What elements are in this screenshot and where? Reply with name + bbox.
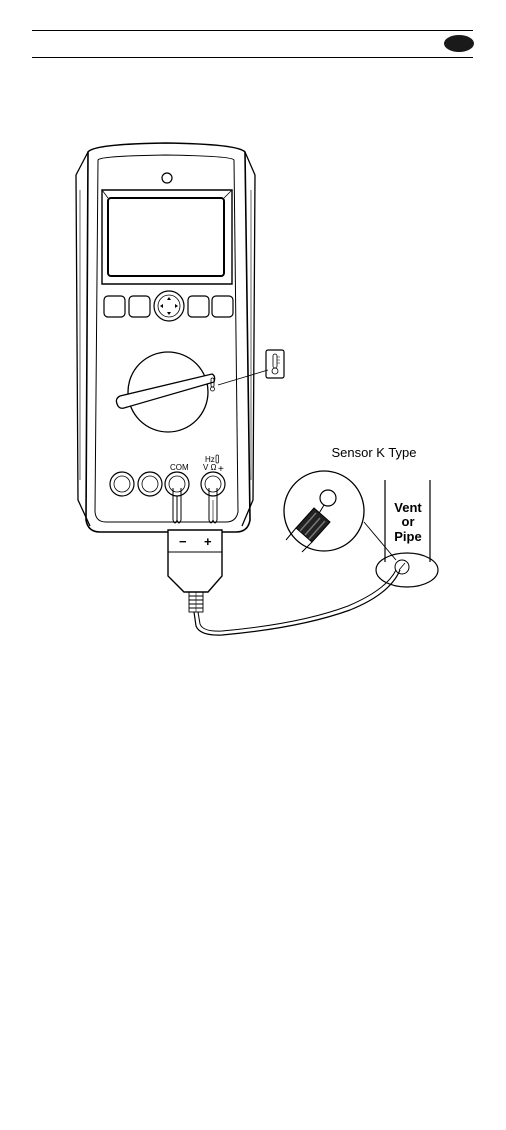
sensor-bead: [320, 490, 336, 506]
multimeter: COM V Ω Hz +: [76, 143, 284, 532]
jack-com-label: COM: [170, 463, 189, 472]
display-bezel: [102, 190, 232, 284]
meter-grip-right: [242, 152, 255, 526]
jack-v-label: V Ω: [203, 463, 217, 472]
plug-plus-label: +: [204, 534, 212, 549]
meter-hanger-hole: [162, 173, 172, 183]
plug-minus-label: −: [179, 534, 187, 549]
plug-pins: [173, 488, 217, 523]
button-2: [129, 296, 150, 317]
thermometer-callout-icon: [266, 350, 284, 378]
button-3: [188, 296, 209, 317]
sensor-magnifier: [284, 471, 364, 551]
vent-label-line-2: or: [402, 514, 415, 529]
nav-pad: [154, 291, 184, 321]
sensor-detail: [284, 471, 396, 560]
pipe-opening: [376, 553, 438, 587]
meter-face: [95, 155, 238, 522]
thermocouple-plug: − +: [168, 530, 222, 612]
vent-label-line-3: Pipe: [394, 529, 421, 544]
jack-hz-label: Hz: [205, 455, 215, 464]
input-jacks: [110, 472, 225, 496]
vent-label-line-1: Vent: [394, 500, 422, 515]
svg-text:+: +: [218, 464, 224, 475]
sensor-label: Sensor K Type: [331, 445, 416, 460]
button-4: [212, 296, 233, 317]
display-screen: [108, 198, 224, 276]
plug-body: [168, 530, 222, 592]
thermocouple-cable: [194, 570, 400, 635]
dial-pointer: [116, 374, 214, 408]
button-1: [104, 296, 125, 317]
meter-holster: [86, 143, 250, 532]
